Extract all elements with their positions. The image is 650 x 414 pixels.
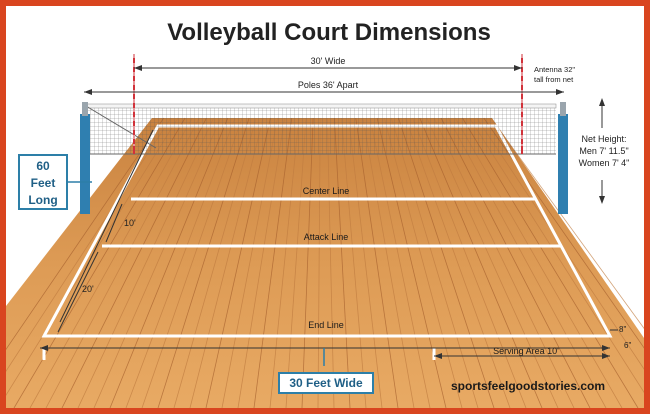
plank-seam	[109, 117, 229, 408]
width-callout: 30 Feet Wide	[278, 372, 374, 394]
plank-seam	[29, 117, 193, 408]
poles-label: Poles 36' Apart	[298, 80, 359, 90]
net-top-band	[85, 103, 557, 109]
plank-seam	[125, 117, 236, 408]
plank-seam	[490, 117, 644, 330]
plank-seam	[189, 117, 264, 408]
plank-seam	[93, 117, 222, 408]
net-height-women: Women 7' 4"	[579, 158, 630, 168]
plank-seam	[447, 117, 607, 408]
six-in-label: 6"	[624, 341, 631, 350]
plank-seam	[173, 117, 257, 408]
plank-seam	[469, 117, 644, 394]
plank-seam	[253, 117, 293, 408]
plank-seam	[462, 117, 639, 408]
website-credit: sportsfeelgoodstories.com	[451, 379, 605, 393]
plank-seam	[362, 117, 415, 408]
plank-seam	[390, 117, 479, 408]
attack-line-label: Attack Line	[304, 232, 349, 242]
end-line-label: End Line	[308, 320, 344, 330]
plank-seam	[369, 117, 431, 408]
net-mesh	[86, 104, 556, 154]
antenna-label-2: tall from net	[534, 75, 574, 84]
plank-seam	[433, 117, 575, 408]
plank-seam	[77, 117, 214, 408]
length-callout-word2: Long	[28, 193, 58, 207]
court-floor	[6, 118, 644, 408]
net-height-men: Men 7' 11.5"	[579, 146, 628, 156]
plank-seam	[426, 117, 559, 408]
plank-seam	[157, 117, 250, 408]
width-30-label: 30' Wide	[311, 56, 346, 66]
court-diagram: Volleyball Court Dimensions 30' Wide Pol…	[6, 19, 644, 408]
plank-seam	[317, 117, 321, 408]
plank-seam	[341, 117, 367, 408]
length-callout-word1: Feet	[30, 176, 56, 190]
pole-left	[80, 102, 90, 214]
plank-seam	[348, 117, 383, 408]
plank-seam	[6, 117, 165, 351]
plank-seam	[440, 117, 591, 408]
plank-seam	[285, 117, 307, 408]
ten-ft-label: 10'	[124, 218, 136, 228]
page-title: Volleyball Court Dimensions	[167, 19, 491, 46]
plank-seam	[476, 117, 644, 370]
plank-seam	[398, 117, 495, 408]
plank-seam	[205, 117, 271, 408]
plank-seam	[269, 117, 300, 408]
plank-seam	[326, 117, 335, 408]
center-line-label: Center Line	[303, 186, 350, 196]
plank-seam	[301, 117, 314, 408]
plank-seam	[405, 117, 511, 408]
plank-seam	[6, 117, 179, 396]
plank-seam	[6, 117, 172, 372]
plank-seam	[412, 117, 527, 408]
twenty-ft-label: 20'	[82, 284, 94, 294]
length-callout: 60 Feet Long	[18, 154, 68, 210]
plank-seam	[454, 117, 623, 408]
eight-in-label: 8"	[619, 325, 626, 334]
plank-seam	[141, 117, 243, 408]
plank-seam	[334, 117, 351, 408]
plank-seam	[61, 117, 207, 408]
plank-seam	[355, 117, 399, 408]
plank-seam	[419, 117, 543, 408]
serving-area-label: Serving Area 10'	[493, 346, 559, 356]
plank-seam	[45, 117, 200, 408]
length-callout-number: 60	[36, 159, 50, 173]
pole-right	[558, 102, 568, 214]
antenna-label-1: Antenna 32"	[534, 65, 575, 74]
plank-seam	[237, 117, 286, 408]
net-height-title: Net Height:	[581, 134, 626, 144]
plank-seam	[221, 117, 278, 408]
plank-seam	[383, 117, 463, 408]
